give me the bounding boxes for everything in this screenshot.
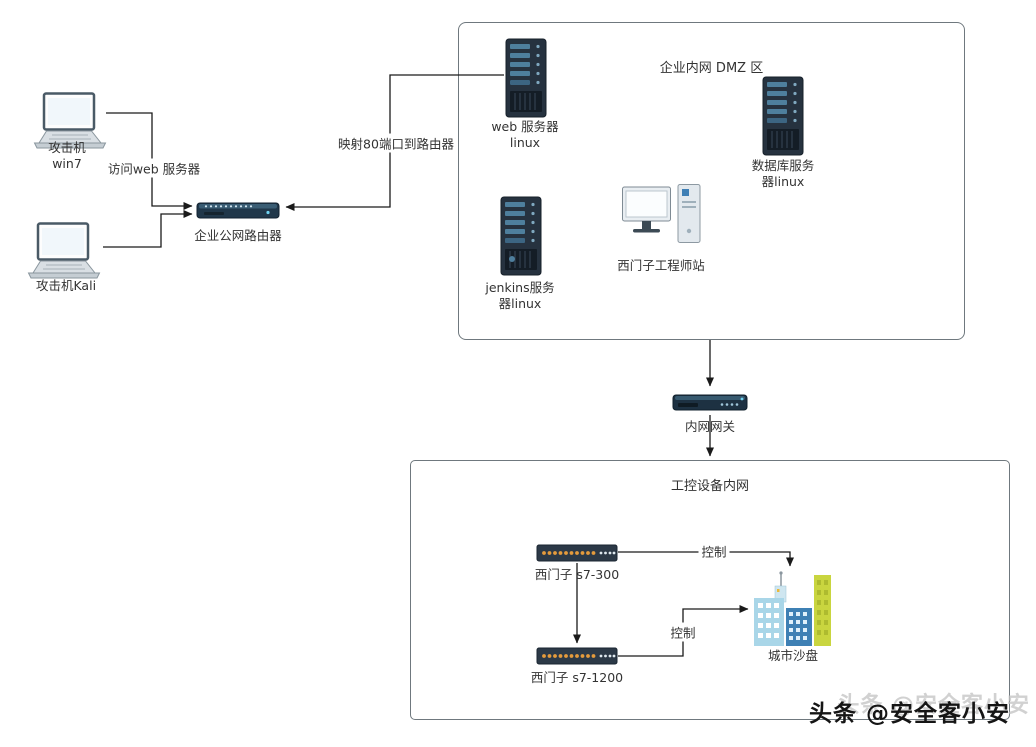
city-buildings-icon bbox=[753, 570, 833, 647]
watermark-echo: 头条 @安全客小安 bbox=[837, 693, 1030, 718]
attacker-kali-label: 攻击机Kali bbox=[35, 278, 97, 293]
server-tower-icon bbox=[762, 76, 804, 156]
city-sandbox-label: 城市沙盘 bbox=[767, 648, 818, 663]
web-server-label: web 服务器 linux bbox=[491, 119, 559, 151]
router-icon bbox=[196, 196, 280, 222]
jenkins-server-label: jenkins服务 器linux bbox=[485, 280, 555, 312]
ics-zone-title: 工控设备内网 bbox=[670, 479, 749, 494]
server-tower-icon bbox=[500, 196, 542, 276]
public-router-label: 企业公网路由器 bbox=[194, 228, 282, 243]
plc-s7-300-label: 西门子 s7-300 bbox=[534, 567, 620, 582]
dmz-zone-title: 企业内网 DMZ 区 bbox=[659, 61, 764, 76]
inner-gateway-label: 内网网关 bbox=[684, 419, 735, 434]
gateway-icon bbox=[672, 390, 748, 414]
laptop-icon bbox=[32, 92, 108, 150]
engineer-station-label: 西门子工程师站 bbox=[617, 258, 705, 273]
ics-zone-box: 工控设备内网 bbox=[410, 460, 1010, 720]
db-server-label: 数据库服务 器linux bbox=[751, 158, 815, 190]
attacker-win7-label: 攻击机 win7 bbox=[48, 140, 86, 172]
watermark: 头条 @安全客小安 bbox=[808, 701, 1010, 727]
edge-label-control-bottom: 控制 bbox=[667, 622, 699, 642]
edge-label-visit-web: 访问web 服务器 bbox=[104, 158, 204, 178]
laptop-icon bbox=[26, 222, 102, 280]
plc-rack-icon bbox=[536, 647, 618, 665]
plc-rack-icon bbox=[536, 544, 618, 562]
workstation-icon bbox=[622, 184, 702, 248]
edge-label-control-top: 控制 bbox=[698, 541, 730, 561]
plc-s7-1200-label: 西门子 s7-1200 bbox=[530, 670, 624, 685]
edge-label-port-mapping: 映射80端口到路由器 bbox=[335, 133, 457, 153]
server-tower-icon bbox=[505, 38, 547, 118]
